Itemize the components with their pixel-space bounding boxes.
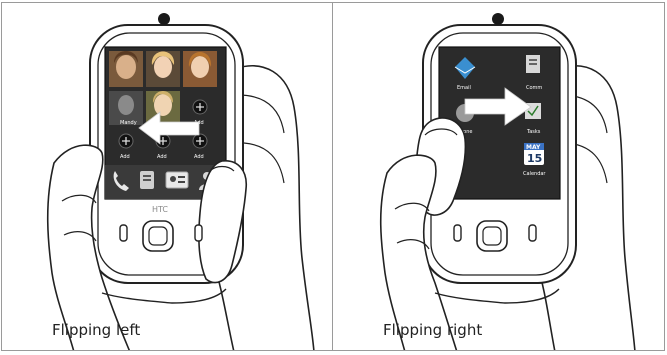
brand-logo: HTC [152, 205, 168, 214]
app-label-comm: Comm [526, 85, 542, 91]
right-hardware-button [529, 225, 536, 241]
contact-photo-2 [146, 51, 180, 87]
camera-icon [492, 13, 504, 25]
calendar-app-icon: MAY 15 Calendar [523, 143, 546, 177]
contact-photo-3 [183, 51, 217, 87]
contact-label-mandy: Mandy [120, 120, 137, 126]
calendar-day: 15 [527, 152, 542, 165]
device-illustration-right: Email Comm Phone Tasks MAY 15 [333, 3, 665, 351]
contact-photo-mandy: Mandy [109, 91, 143, 126]
contact-card-icon [166, 172, 188, 188]
device-illustration-left: Mandy Add Add Add [2, 3, 333, 351]
panel-flipping-right: Email Comm Phone Tasks MAY 15 [332, 2, 665, 351]
comm-app-icon: Comm [526, 55, 542, 91]
app-label-calendar: Calendar [523, 171, 546, 177]
contact-photo-1 [109, 51, 143, 87]
right-hardware-button [195, 225, 202, 241]
contact-label-add-3: Add [157, 154, 167, 160]
contact-label-add-2: Add [120, 154, 130, 160]
caption-flipping-right: Flipping right [383, 321, 482, 339]
panel-flipping-left: Mandy Add Add Add [1, 2, 333, 351]
left-hardware-button [120, 225, 127, 241]
contact-label-add-4: Add [194, 154, 204, 160]
calendar-month: MAY [526, 144, 541, 151]
call-history-icon [140, 171, 154, 189]
camera-icon [158, 13, 170, 25]
caption-flipping-left: Flipping left [52, 321, 140, 339]
left-hardware-button [454, 225, 461, 241]
app-label-email: Email [457, 85, 471, 91]
app-label-tasks: Tasks [526, 129, 541, 135]
